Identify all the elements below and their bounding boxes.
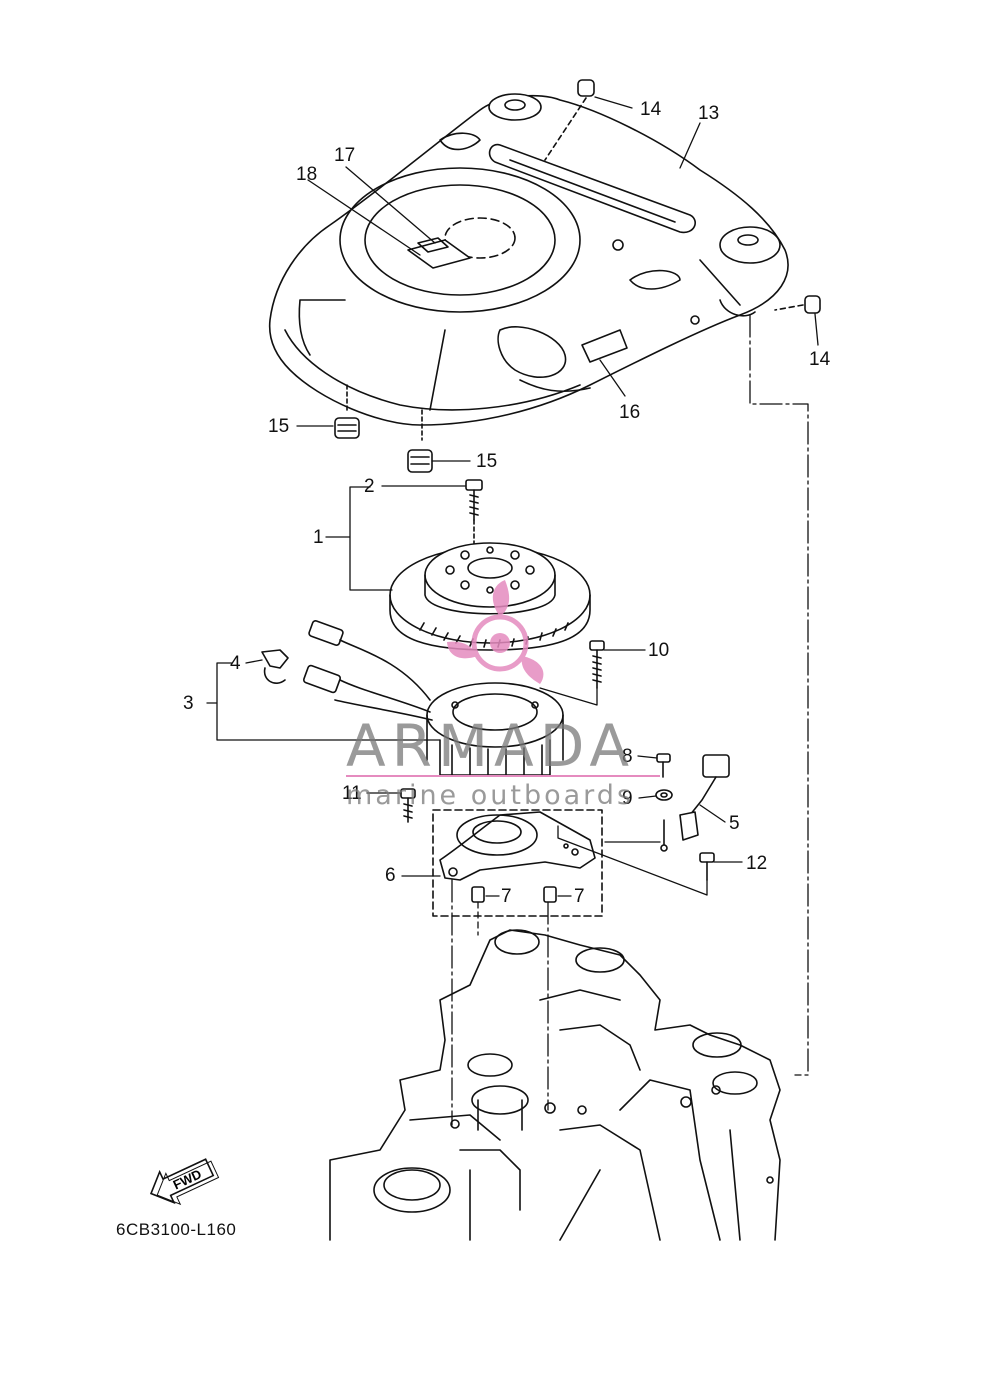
callout-2: 2 xyxy=(364,476,375,497)
stator-assembly xyxy=(302,620,564,777)
callout-12: 12 xyxy=(746,853,768,874)
washer-9 xyxy=(655,789,673,801)
screw-11 xyxy=(400,788,416,823)
grommet-14-right xyxy=(774,295,821,314)
clamp-4 xyxy=(261,649,289,684)
base-plate-6 xyxy=(439,811,596,881)
callout-1: 1 xyxy=(313,527,324,548)
reference-lines xyxy=(451,314,809,1126)
leader-lines xyxy=(206,96,819,897)
callout-5: 5 xyxy=(729,813,740,834)
callout-18: 18 xyxy=(296,164,318,185)
callout-16: 16 xyxy=(619,402,641,423)
callout-7-left: 7 xyxy=(501,886,512,907)
callout-10: 10 xyxy=(648,640,670,661)
callout-8: 8 xyxy=(622,746,633,767)
callout-15-center: 15 xyxy=(476,451,498,472)
pulser-coil-5 xyxy=(660,754,730,852)
callout-15-left: 15 xyxy=(268,416,290,437)
flywheel xyxy=(389,542,591,651)
engine-block xyxy=(329,929,781,1241)
callout-7-right: 7 xyxy=(574,886,585,907)
watermark-name: ARMADA xyxy=(346,712,636,780)
callout-17: 17 xyxy=(334,145,356,166)
grommet-14-top xyxy=(544,79,595,161)
callout-3: 3 xyxy=(183,693,194,714)
callout-14-right: 14 xyxy=(809,349,831,370)
screw-12 xyxy=(699,852,715,881)
damper-15-left xyxy=(334,384,360,439)
bolt-10 xyxy=(589,640,605,689)
fwd-arrow-icon: FWD xyxy=(149,1158,220,1206)
base-plate-group-box xyxy=(432,809,603,917)
watermark-subtitle: marine outboards xyxy=(346,780,635,811)
callout-11: 11 xyxy=(342,783,362,804)
watermark-propeller-logo xyxy=(447,580,544,684)
dowel-7-right xyxy=(543,886,557,903)
diagram-code: 6CB3100-L160 xyxy=(116,1220,237,1239)
callout-6: 6 xyxy=(385,865,396,886)
callout-4: 4 xyxy=(230,653,241,674)
dowel-7-left xyxy=(471,886,485,903)
callout-14-top: 14 xyxy=(640,99,662,120)
callout-9: 9 xyxy=(622,788,633,809)
bolt-2 xyxy=(465,479,483,561)
callout-13: 13 xyxy=(698,103,720,124)
damper-15-center xyxy=(407,409,433,473)
flywheel-cover xyxy=(268,93,789,426)
bolt-8 xyxy=(656,753,671,778)
